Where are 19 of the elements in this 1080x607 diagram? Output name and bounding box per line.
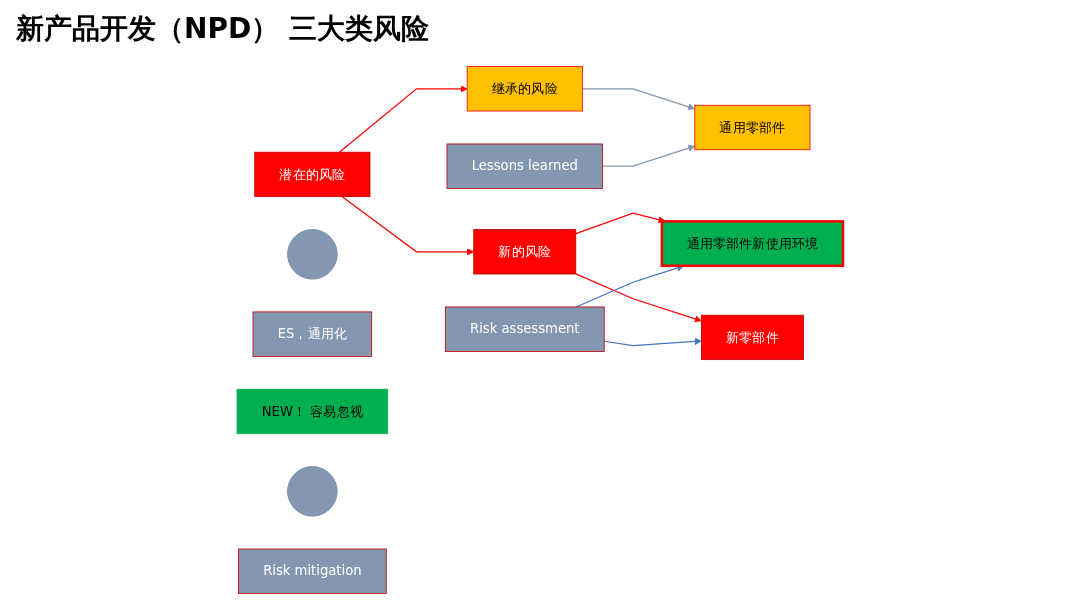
arrow: [601, 144, 696, 167]
arrow: [575, 273, 702, 323]
arrow: [338, 85, 468, 153]
node-box: 通用零部件: [694, 104, 811, 151]
arrow: [603, 337, 702, 347]
node-box: ES，通用化: [252, 311, 373, 357]
node-box: NEW！ 容易忽视: [236, 388, 389, 435]
node-box: Risk mitigation: [238, 548, 387, 594]
node-box: 通用零部件新使用环境: [660, 220, 845, 268]
node-box: Risk assessment: [444, 306, 605, 352]
node-box: 潜在的风险: [254, 151, 371, 198]
arrow: [575, 212, 666, 235]
node-box: 新零部件: [700, 314, 804, 361]
node-box: 新的风险: [473, 229, 577, 275]
node-box: Lessons learned: [446, 143, 603, 189]
arrow: [581, 88, 696, 111]
node-box: 继承的风险: [466, 66, 583, 112]
arrow: [341, 196, 475, 256]
title: 新产品开发（NPD） 三大类风险: [16, 11, 429, 47]
